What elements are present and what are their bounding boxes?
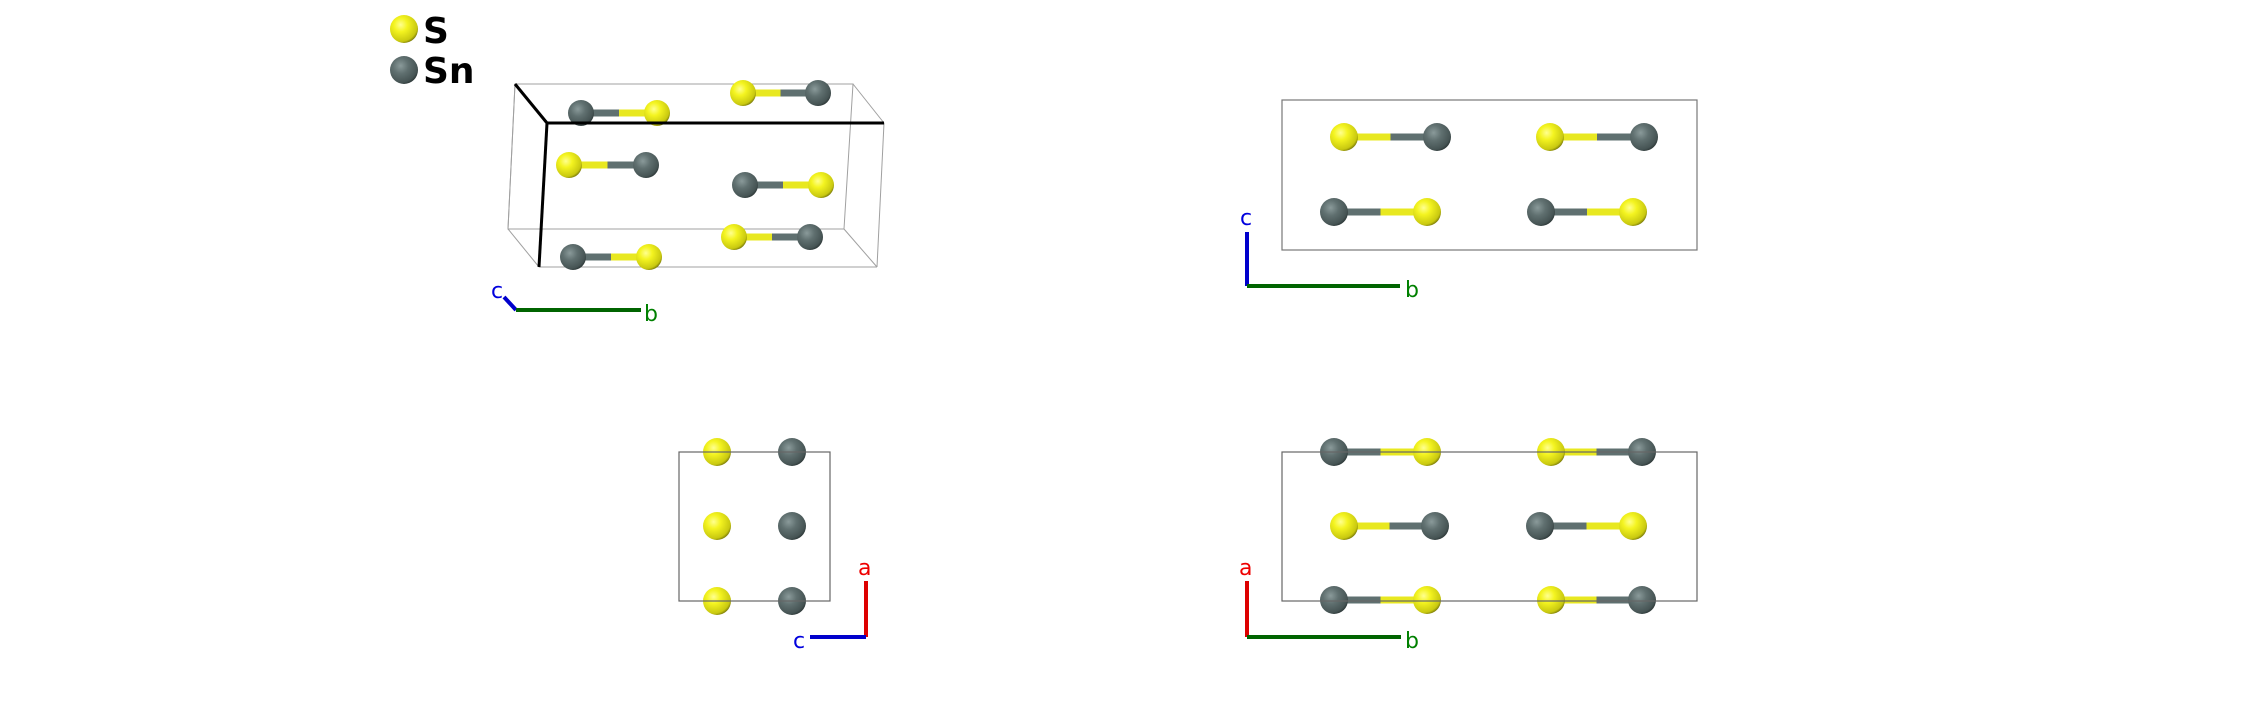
sulfur-atom [1619,198,1647,226]
legend: S Sn [390,11,475,92]
axis-label-a: a [1239,556,1252,581]
axes-perspective: c b [491,279,658,327]
tin-atom [805,80,831,106]
unit-cell-along-a [1281,99,1698,251]
tin-atom [778,512,806,540]
tin-atom [732,172,758,198]
legend-s-swatch-icon [390,15,418,43]
sulfur-atom [1330,123,1358,151]
sulfur-atom [1536,123,1564,151]
tin-atom [1526,512,1554,540]
unit-cell-front-edges [513,83,1698,268]
tin-atom [1630,123,1658,151]
axis-label-b: b [1405,278,1419,303]
axis-label-a: a [858,556,871,581]
axis-label-c: c [1240,206,1252,231]
sulfur-atom [1619,512,1647,540]
unit-cell-along-b [678,451,831,602]
sulfur-atom [636,244,662,270]
sulfur-atom [1413,586,1441,614]
legend-s-label: S [423,11,449,52]
sulfur-atom [1537,586,1565,614]
tin-atom [1320,198,1348,226]
tin-atom [560,244,586,270]
sulfur-atom [1413,198,1441,226]
sulfur-atom [808,172,834,198]
sulfur-atom [644,100,670,126]
axes-along-a: c b [1240,206,1419,303]
axis-label-c: c [793,629,805,654]
axes-along-b: a c [793,556,871,654]
tin-atom [1527,198,1555,226]
sulfur-atom [556,152,582,178]
tin-atom [633,152,659,178]
tin-atom [1423,123,1451,151]
legend-sn-swatch-icon [390,56,418,84]
sulfur-atom [1330,512,1358,540]
tin-atom [568,100,594,126]
sulfur-atom [721,224,747,250]
tin-atom [797,224,823,250]
axes-along-c: a b [1239,556,1419,654]
legend-sn-label: Sn [423,51,475,92]
tin-atom [1628,586,1656,614]
sulfur-atom [703,512,731,540]
axis-label-c: c [491,279,503,304]
axis-label-b: b [644,302,658,327]
unit-cell-flat-overlays [678,451,1698,602]
tin-atom [1421,512,1449,540]
sulfur-atom [730,80,756,106]
unit-cell-along-c [1281,451,1698,602]
tin-atom [1320,586,1348,614]
axis-label-b: b [1405,629,1419,654]
